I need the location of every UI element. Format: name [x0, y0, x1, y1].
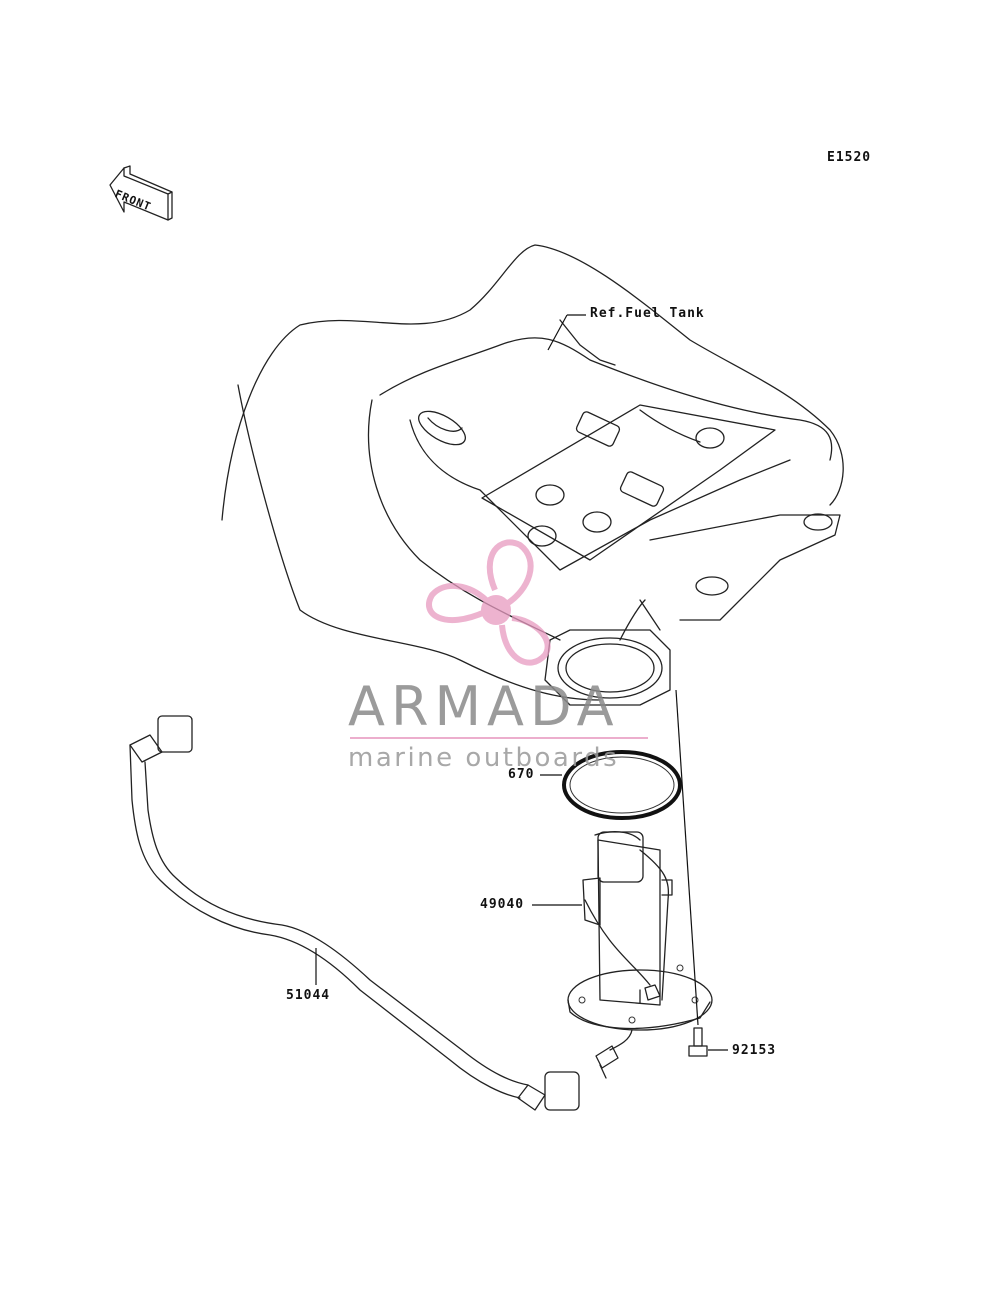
- part-number-670: 670: [508, 767, 535, 782]
- fuel-pump-49040: [567, 831, 713, 1079]
- bolt-92153: [688, 1027, 708, 1057]
- watermark-tagline: marine outboards: [348, 743, 620, 773]
- part-number-51044: 51044: [286, 988, 331, 1003]
- watermark-propeller-icon: [426, 539, 551, 666]
- callout-lines: [315, 314, 728, 1051]
- diagram-code: E1520: [827, 150, 872, 165]
- front-arrow-icon: [109, 165, 173, 221]
- part-number-92153: 92153: [732, 1043, 777, 1058]
- ref-fuel-tank-label: Ref.Fuel Tank: [590, 306, 705, 321]
- o-ring-670: [562, 750, 682, 820]
- fuel-hose-51044: [129, 715, 580, 1111]
- part-number-49040: 49040: [480, 897, 525, 912]
- fuel-tank-outline: [221, 244, 844, 706]
- watermark-brand: ARMADA: [348, 675, 620, 738]
- watermark-divider: [350, 737, 648, 739]
